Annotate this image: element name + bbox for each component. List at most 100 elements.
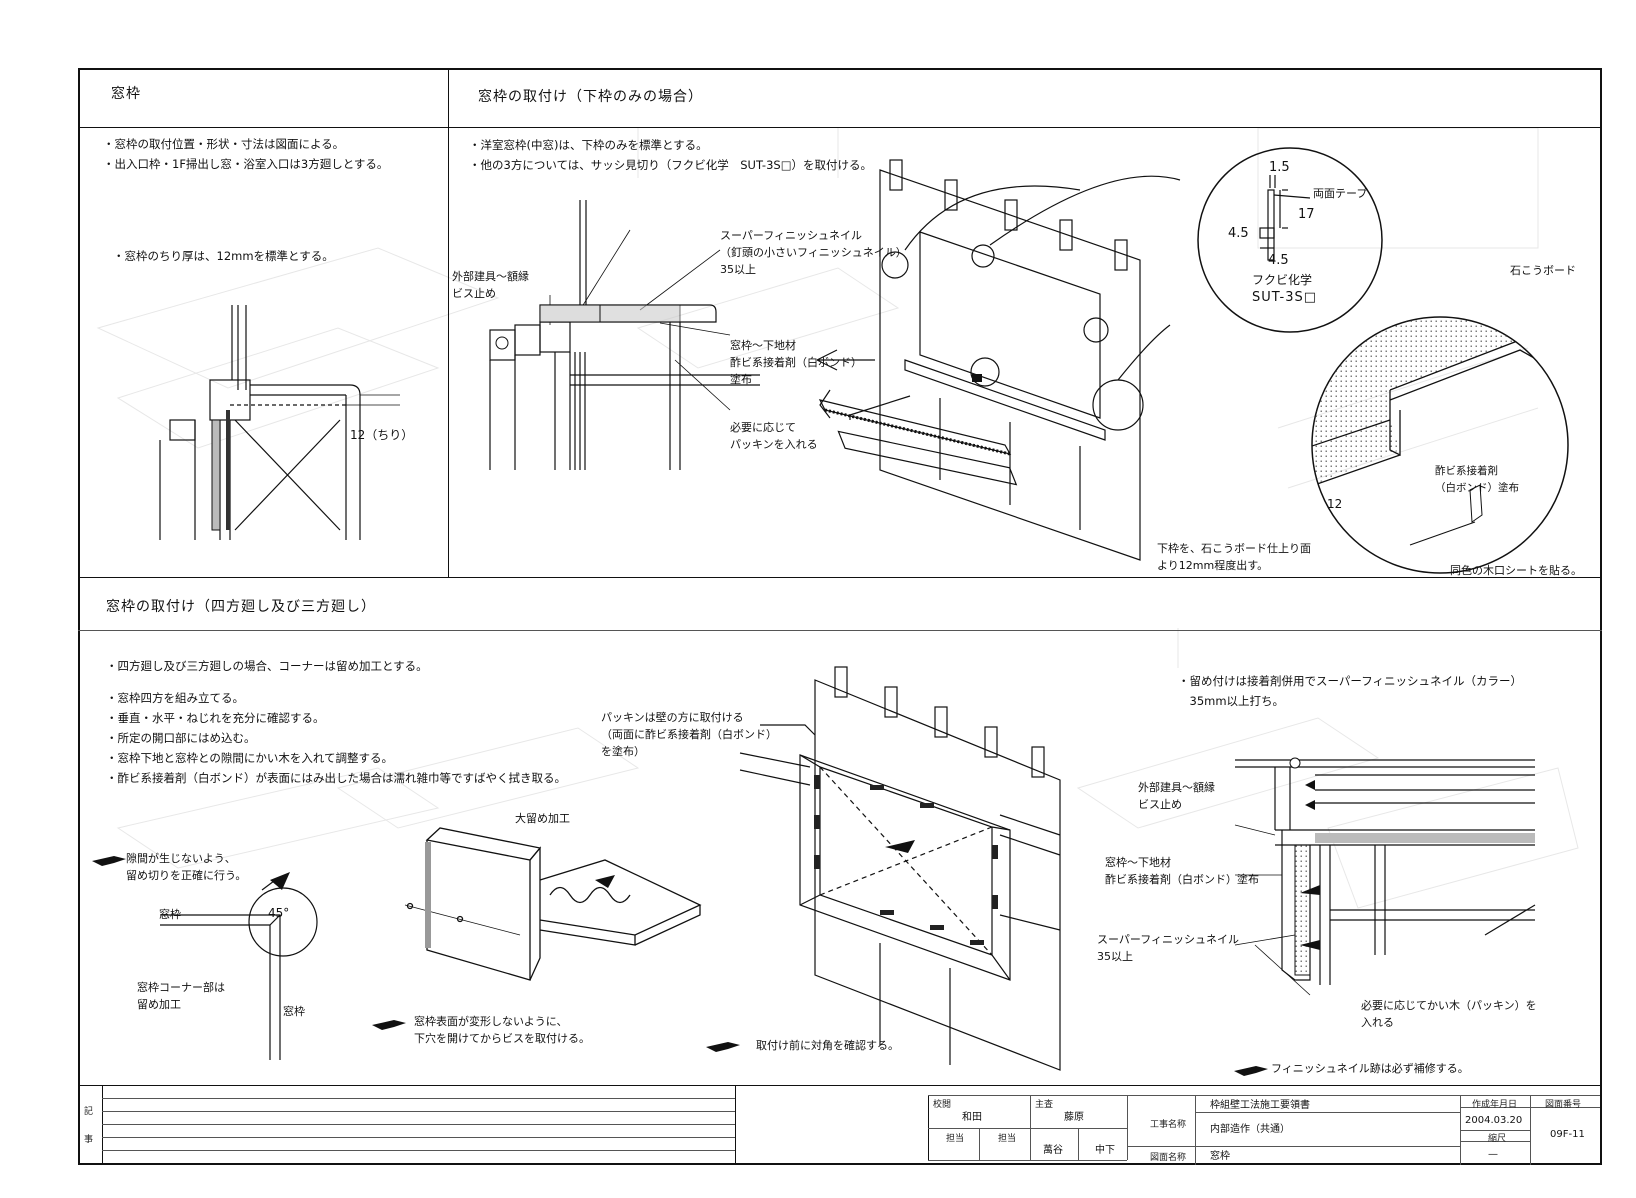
- section-divider: [448, 68, 449, 577]
- titleblock-divider: [1127, 1095, 1128, 1160]
- tape-label: 両面テープ: [1313, 187, 1368, 200]
- scale-value: —: [1488, 1149, 1498, 1160]
- frame-label-2: 窓枠: [283, 1005, 305, 1018]
- section-title-window-frame: 窓枠: [111, 86, 141, 102]
- surface-note: 窓枠表面が変形しないように、 下穴を開けてからビスを取付ける。: [414, 1015, 590, 1045]
- fix-note: ・留め付けは接着剤併用でスーパーフィニッシュネイル（カラー） 35mm以上打ち。: [1178, 674, 1522, 708]
- date-label: 作成年月日: [1472, 1100, 1518, 1110]
- repair-note: フィニッシュネイル跡は必ず補修する。: [1271, 1062, 1469, 1075]
- signer-name: 藤原: [1064, 1112, 1084, 1123]
- s3-note-first: ・四方廻し及び三方廻しの場合、コーナーは留め加工とする。: [106, 659, 428, 673]
- s2-ext-label: 外部建具～額縁 ビス止め: [452, 270, 529, 300]
- remarks-label: 記: [84, 1107, 94, 1117]
- sub-name: 内部造作（共通）: [1210, 1124, 1290, 1135]
- sill-offset-note: 下枠を、石こうボード仕上り面 より12mm程度出す。: [1157, 542, 1311, 572]
- adhesive-label: 酢ビ系接着剤 （白ボンド）塗布: [1435, 465, 1519, 494]
- drawing-label: 図面名称: [1150, 1153, 1187, 1163]
- dim-1-5: 1.5: [1269, 160, 1290, 175]
- role-label: 校閲: [933, 1100, 952, 1110]
- titleblock-divider: [979, 1128, 980, 1160]
- s3-packing-label: 必要に応じてかい木（パッキン）を 入れる: [1361, 999, 1537, 1029]
- dim-4-5-a: 4.5: [1228, 226, 1249, 241]
- s2-wall-isometric: [819, 159, 1181, 561]
- drawing-no-label: 図面番号: [1545, 1100, 1582, 1110]
- role-label: 担当: [946, 1134, 965, 1144]
- remarks-rule: [102, 1124, 735, 1125]
- work-name: 枠組壁工法施工要領書: [1210, 1100, 1310, 1111]
- maker-label: フクビ化学: [1252, 273, 1313, 287]
- dim-17: 17: [1298, 207, 1315, 222]
- titleblock-rule: [928, 1128, 1127, 1129]
- corner-note: 窓枠コーナー部は 留め加工: [137, 981, 225, 1011]
- note-line: ・洋室窓枠(中窓)は、下枠のみを標準とする。: [469, 138, 708, 152]
- section-divider: [78, 127, 1602, 128]
- role-label: 担当: [998, 1134, 1017, 1144]
- s3-section-drawing: [1234, 757, 1536, 996]
- section-title-four-side: 窓枠の取付け（四方廻し及び三方廻し）: [106, 599, 376, 615]
- pointing-hand-icon: [372, 1020, 406, 1030]
- titleblock-divider: [1030, 1095, 1031, 1160]
- s2-section-drawing: [489, 200, 760, 470]
- product-label: SUT-3S□: [1252, 290, 1318, 305]
- s2-sill-board: [816, 349, 1012, 456]
- s3-nail-label: スーパーフィニッシュネイル 35以上: [1097, 933, 1240, 963]
- titleblock-divider: [928, 1095, 929, 1160]
- remarks-rule: [102, 1098, 735, 1099]
- titleblock-divider: [1195, 1095, 1196, 1165]
- drawing-no: 09F-11: [1550, 1129, 1585, 1140]
- titleblock-top-border: [78, 1085, 1602, 1086]
- signer-name: 和田: [962, 1112, 982, 1123]
- titleblock-rule: [1195, 1112, 1460, 1113]
- remarks-rule: [102, 1150, 735, 1151]
- sash-trim-detail: [1197, 147, 1383, 333]
- pointing-hand-icon: [706, 1042, 740, 1052]
- s2-nail-label: スーパーフィニッシュネイル （釘頭の小さいフィニッシュネイル） 35以上: [720, 229, 907, 276]
- titleblock-rule: [1127, 1146, 1460, 1147]
- pointing-hand-icon: [1234, 1066, 1268, 1076]
- remarks-rule: [102, 1111, 735, 1112]
- titleblock-rule: [928, 1160, 1127, 1161]
- s2-notes: ・洋室窓枠(中窓)は、下枠のみを標準とする。 ・他の3方については、サッシ見切り…: [469, 135, 872, 175]
- s1-note-chiri: ・窓枠のちり厚は、12mmを標準とする。: [113, 249, 334, 263]
- titleblock-divider: [1530, 1095, 1531, 1165]
- titleblock-rule: [1460, 1130, 1530, 1131]
- titleblock-rule: [1127, 1095, 1600, 1096]
- role-label: 主査: [1035, 1100, 1054, 1110]
- titleblock-rule: [928, 1095, 1127, 1096]
- chiri-dimension: 12（ちり）: [350, 428, 414, 442]
- dim-4-5-b: 4.5: [1268, 253, 1289, 268]
- section-title-sill-only: 窓枠の取付け（下枠のみの場合）: [478, 89, 703, 105]
- section-divider: [78, 630, 1602, 631]
- note-line: ・出入口枠・1F掃出し窓・浴室入口は3方廻しとする。: [103, 157, 389, 171]
- work-label: 工事名称: [1150, 1120, 1187, 1130]
- s3-base-label: 窓枠～下地材 酢ビ系接着剤（白ボンド）塗布: [1105, 856, 1259, 886]
- s3-wall-isometric: [739, 666, 1061, 1071]
- angle-label: 45°: [268, 906, 290, 920]
- drawing-frame: [78, 68, 1602, 1165]
- titleblock-divider: [102, 1085, 103, 1165]
- s1-section-drawing: [159, 305, 400, 540]
- gap-note: 隙間が生じないよう、 留め切りを正確に行う。: [126, 852, 247, 882]
- signer-name: 萬谷: [1043, 1145, 1063, 1156]
- note-line: ・窓枠の取付位置・形状・寸法は図面による。: [103, 137, 345, 151]
- pointing-hand-icon: [92, 856, 126, 866]
- s3-notes: ・窓枠四方を組み立てる。 ・垂直・水平・ねじれを充分に確認する。 ・所定の開口部…: [106, 691, 566, 785]
- s2-packing-label: 必要に応じて パッキンを入れる: [730, 421, 818, 451]
- s3-ext-label: 外部建具～額縁 ビス止め: [1138, 781, 1215, 811]
- titleblock-rule: [1460, 1107, 1530, 1108]
- drawing-name: 窓枠: [1210, 1151, 1230, 1162]
- diagonal-note: 取付け前に対角を確認する。: [756, 1039, 899, 1052]
- sill-end-detail: [1311, 316, 1569, 574]
- section-divider: [78, 577, 1602, 578]
- titleblock-divider: [735, 1085, 736, 1165]
- note-line: ・他の3方については、サッシ見切り（フクビ化学 SUT-3S□）を取付ける。: [469, 158, 873, 172]
- remarks-rule: [102, 1137, 735, 1138]
- scale-label: 縮尺: [1488, 1134, 1507, 1144]
- remarks-label: 事: [84, 1135, 94, 1145]
- date-value: 2004.03.20: [1465, 1115, 1523, 1126]
- miter-joint-drawing: [404, 827, 702, 981]
- board-label: 石こうボード: [1510, 264, 1576, 277]
- frame-label: 窓枠: [159, 908, 181, 921]
- signer-name: 中下: [1095, 1145, 1115, 1156]
- miter-label: 大留め加工: [515, 812, 570, 825]
